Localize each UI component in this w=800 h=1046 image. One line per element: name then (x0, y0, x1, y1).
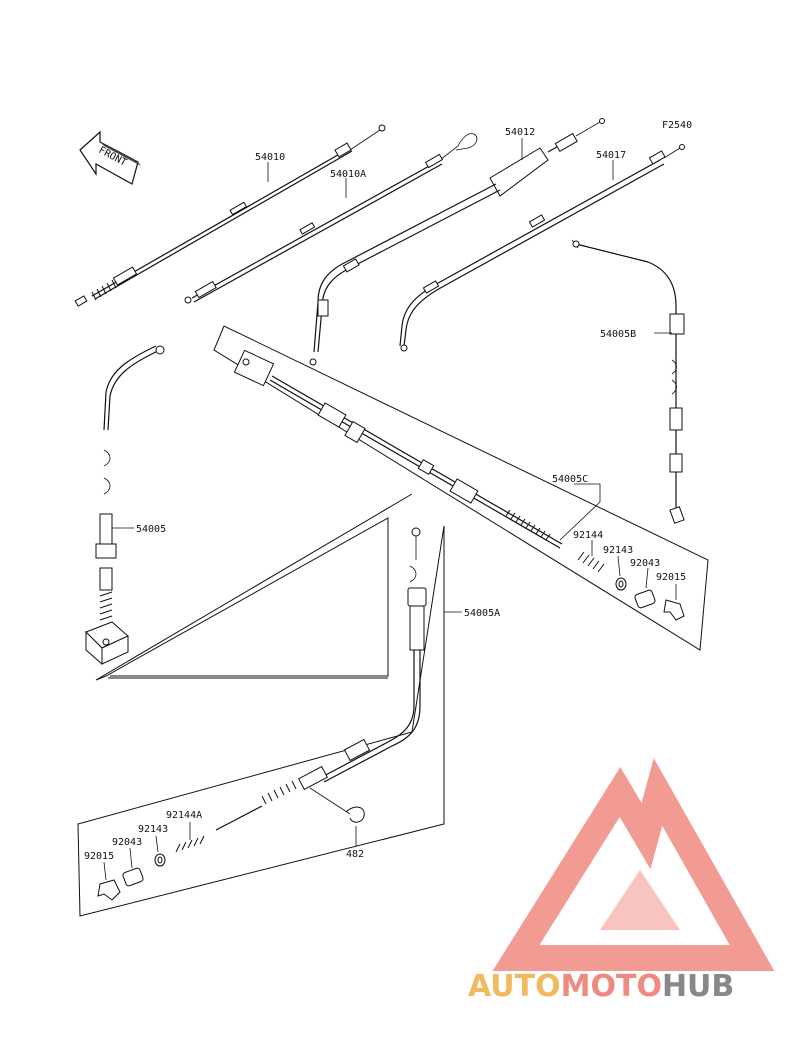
clip-482 (309, 787, 365, 846)
front-arrow-icon: FRONT (79, 130, 141, 185)
group-box-54005 (95, 493, 413, 681)
label-54005A: 54005A (444, 608, 500, 619)
svg-text:92143: 92143 (603, 545, 633, 556)
label-54017: 54017 (596, 150, 626, 180)
cable-54010 (74, 124, 386, 307)
washer-92143-bottom (154, 835, 166, 867)
cable-54005 (85, 345, 165, 666)
label-54010: 54010 (255, 152, 285, 182)
label-54005B: 54005B (600, 329, 672, 340)
svg-text:54005B: 54005B (600, 329, 636, 340)
cable-54005C (233, 349, 563, 549)
svg-text:54005: 54005 (136, 524, 166, 535)
label-482: 482 (346, 849, 364, 860)
figure-code: F2540 (662, 120, 692, 131)
svg-text:92144: 92144 (573, 530, 603, 541)
bushing-92043-bottom (122, 847, 144, 887)
wingnut-92015-bottom (97, 861, 121, 901)
group-box-54005A (77, 525, 445, 917)
cable-54012 (309, 118, 605, 366)
watermark-logo-icon (492, 758, 775, 971)
svg-text:54010A: 54010A (330, 169, 366, 180)
label-54005: 54005 (112, 524, 166, 535)
wingnut-92015-top (663, 599, 685, 621)
group-box-54005C (213, 325, 709, 651)
svg-text:54005A: 54005A (464, 608, 500, 619)
cable-54005A (215, 527, 427, 831)
svg-text:92144A: 92144A (166, 810, 202, 821)
label-92043-top: 92043 (630, 558, 660, 589)
bushing-92043-top (634, 589, 656, 609)
svg-text:54012: 54012 (505, 127, 535, 138)
label-92043-bottom: 92043 (112, 837, 142, 848)
label-92015-bottom: 92015 (84, 851, 114, 862)
svg-text:92015: 92015 (656, 572, 686, 583)
cable-54017 (399, 144, 685, 352)
spring-92144-top (577, 551, 605, 573)
label-54010A: 54010A (330, 169, 366, 198)
svg-text:54010: 54010 (255, 152, 285, 163)
spring-92144A (175, 822, 205, 853)
cable-54010A (184, 133, 478, 304)
label-92143-top: 92143 (603, 545, 633, 577)
svg-text:92043: 92043 (630, 558, 660, 569)
label-92144-top: 92144 (573, 530, 603, 556)
label-92015-top: 92015 (656, 572, 686, 600)
svg-text:92143: 92143 (138, 824, 168, 835)
washer-92143-top (615, 577, 627, 591)
label-54012: 54012 (505, 127, 535, 160)
svg-text:482: 482 (346, 849, 364, 860)
label-92143-bottom: 92143 (138, 824, 168, 835)
svg-text:92043: 92043 (112, 837, 142, 848)
label-54005C: 54005C (552, 474, 601, 541)
svg-text:54017: 54017 (596, 150, 626, 161)
svg-text:54005C: 54005C (552, 474, 588, 485)
watermark-text: AUTOMOTOHUB (468, 969, 734, 1004)
svg-text:92015: 92015 (84, 851, 114, 862)
label-92144A: 92144A (166, 810, 202, 821)
cable-54005B (571, 239, 685, 524)
